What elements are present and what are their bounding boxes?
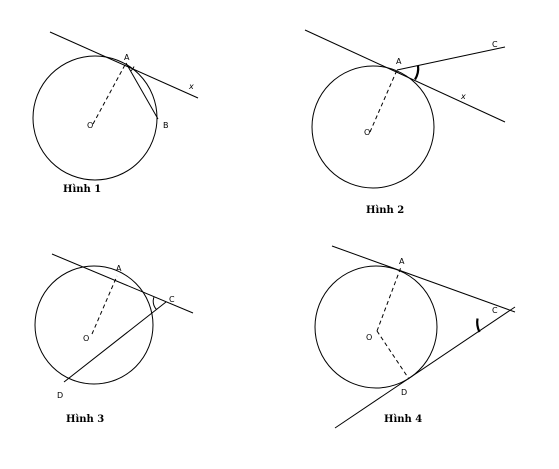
figure-3: A O C D Hình 3 [34, 253, 194, 425]
circle-3 [34, 265, 154, 385]
label-c-3: C [169, 295, 175, 304]
label-o-1: O [87, 121, 93, 130]
label-c-2: C [492, 40, 498, 49]
radius-od-4 [376, 330, 410, 380]
tangent-line-dc-4 [334, 306, 516, 429]
angle-mark-3 [152, 296, 157, 310]
circle-2 [311, 65, 435, 189]
label-b-1: B [163, 121, 169, 130]
label-o-3: O [83, 334, 89, 343]
label-d-3: D [57, 391, 63, 400]
label-o-2: O [364, 128, 370, 137]
label-o-4: O [366, 333, 372, 342]
label-x-2: x [460, 92, 466, 101]
label-a-4: A [399, 257, 405, 266]
figure-1: A O B x Hình 1 [32, 31, 199, 195]
tangent-line-2 [304, 29, 506, 123]
radius-oa-1 [92, 62, 127, 125]
label-d-4: D [401, 388, 407, 397]
tangent-line-3 [51, 253, 194, 314]
caption-1: Hình 1 [63, 184, 101, 195]
caption-3: Hình 3 [66, 414, 104, 425]
radius-oa-3 [91, 275, 118, 335]
figure-2: A O C x Hình 2 [304, 29, 506, 216]
radius-oa-2 [369, 69, 398, 133]
secant-cd-3 [63, 301, 167, 383]
ray-ac-2 [396, 46, 506, 71]
label-c-4: C [492, 306, 498, 315]
chord-ab-1 [125, 62, 159, 120]
label-x-1: x [188, 82, 194, 91]
angle-mark-1 [130, 66, 135, 72]
figure-4: A O C D Hình 4 [314, 245, 516, 429]
angle-mark-4 [476, 318, 481, 333]
angle-mark-2 [414, 65, 420, 81]
label-a-3: A [116, 264, 122, 273]
label-a-1: A [124, 53, 130, 62]
radius-oa-4 [376, 266, 402, 332]
caption-4: Hình 4 [384, 414, 422, 425]
tangent-line-1 [49, 31, 199, 99]
label-a-2: A [396, 57, 402, 66]
circle-1 [32, 55, 158, 181]
caption-2: Hình 2 [366, 205, 404, 216]
circle-4 [314, 265, 438, 389]
tangent-line-ac-4 [331, 245, 516, 313]
